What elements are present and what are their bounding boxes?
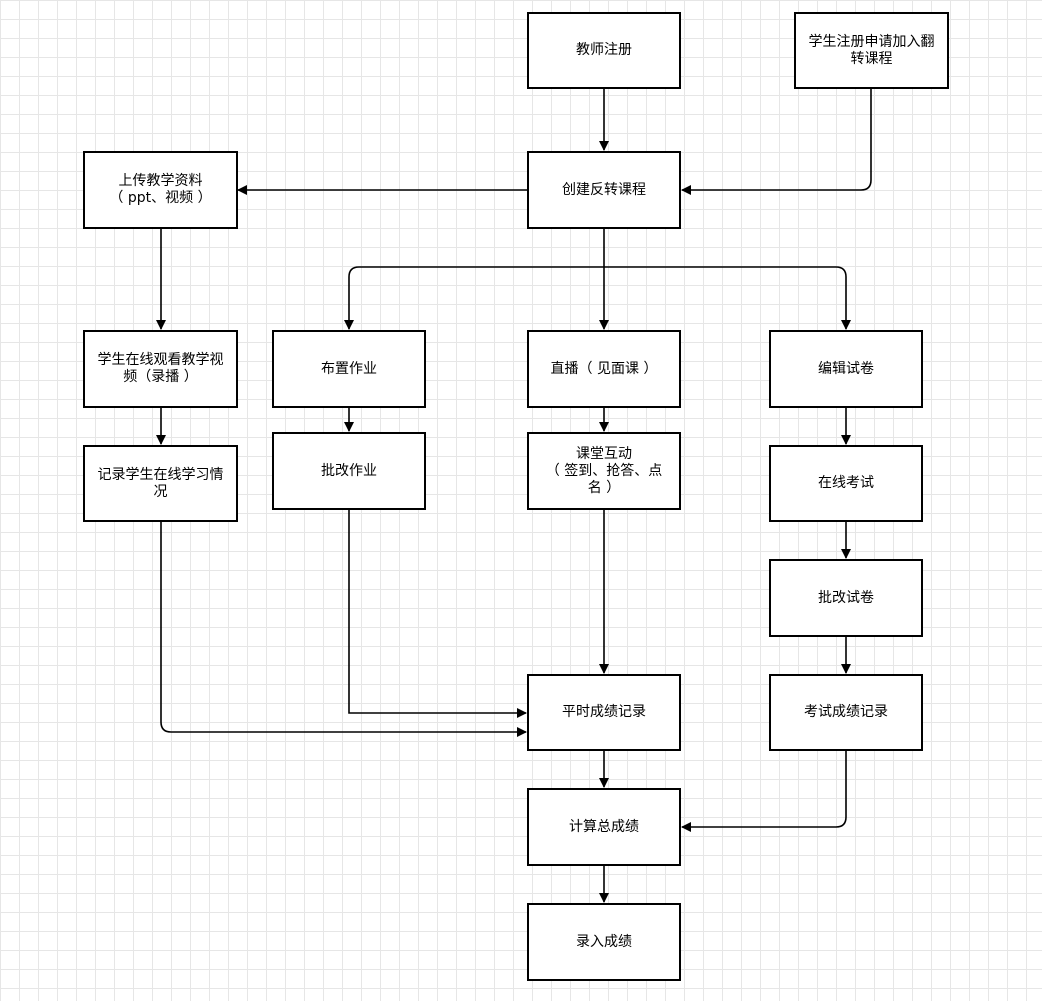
node-grade-exam[interactable]: 批改试卷 — [769, 559, 923, 637]
node-exam-score-record[interactable]: 考试成绩记录 — [769, 674, 923, 751]
node-label: 课堂互动 （ 签到、抢答、点 名 ） — [545, 445, 663, 496]
edge-record-to-regular — [160, 522, 527, 737]
node-watch-video[interactable]: 学生在线观看教学视 频（录播 ） — [83, 330, 238, 408]
node-label: 记录学生在线学习情 况 — [97, 466, 224, 500]
node-label: 批改作业 — [321, 462, 377, 479]
node-label: 计算总成绩 — [569, 818, 639, 835]
node-record-learning[interactable]: 记录学生在线学习情 况 — [83, 445, 238, 522]
node-label: 在线考试 — [818, 475, 874, 491]
node-label: 上传教学资料 （ ppt、视频 ） — [109, 173, 212, 206]
node-grade-homework[interactable]: 批改作业 — [272, 432, 426, 510]
node-assign-homework[interactable]: 布置作业 — [272, 330, 426, 408]
node-teacher-register[interactable]: 教师注册 — [527, 12, 681, 89]
node-calc-total[interactable]: 计算总成绩 — [527, 788, 681, 866]
node-upload-materials[interactable]: 上传教学资料 （ ppt、视频 ） — [83, 151, 238, 229]
node-create-course[interactable]: 创建反转课程 — [527, 151, 681, 229]
node-regular-score-record[interactable]: 平时成绩记录 — [527, 674, 681, 751]
node-label: 直播（ 见面课 ） — [550, 360, 658, 377]
node-label: 编辑试卷 — [818, 360, 874, 377]
edge-create-to-exam — [604, 266, 851, 330]
node-enter-grades[interactable]: 录入成绩 — [527, 903, 681, 981]
edge-create-to-homework — [344, 266, 604, 330]
node-label: 学生在线观看教学视 频（录播 ） — [97, 352, 224, 385]
node-label: 录入成绩 — [576, 933, 632, 950]
node-label: 教师注册 — [576, 42, 632, 58]
node-online-exam[interactable]: 在线考试 — [769, 445, 923, 522]
edge-grade-to-regular — [348, 510, 527, 718]
node-label: 批改试卷 — [818, 589, 874, 606]
node-label: 考试成绩记录 — [804, 704, 888, 720]
node-label: 创建反转课程 — [562, 181, 646, 198]
node-live-class[interactable]: 直播（ 见面课 ） — [527, 330, 681, 408]
edge-score-to-calc — [681, 751, 847, 832]
node-student-register[interactable]: 学生注册申请加入翻 转课程 — [794, 12, 949, 89]
node-label: 平时成绩记录 — [562, 704, 646, 720]
node-class-interaction[interactable]: 课堂互动 （ 签到、抢答、点 名 ） — [527, 432, 681, 510]
node-label: 学生注册申请加入翻 转课程 — [808, 33, 935, 67]
node-label: 布置作业 — [321, 360, 377, 377]
edge-student-to-create — [681, 89, 872, 195]
node-edit-exam[interactable]: 编辑试卷 — [769, 330, 923, 408]
